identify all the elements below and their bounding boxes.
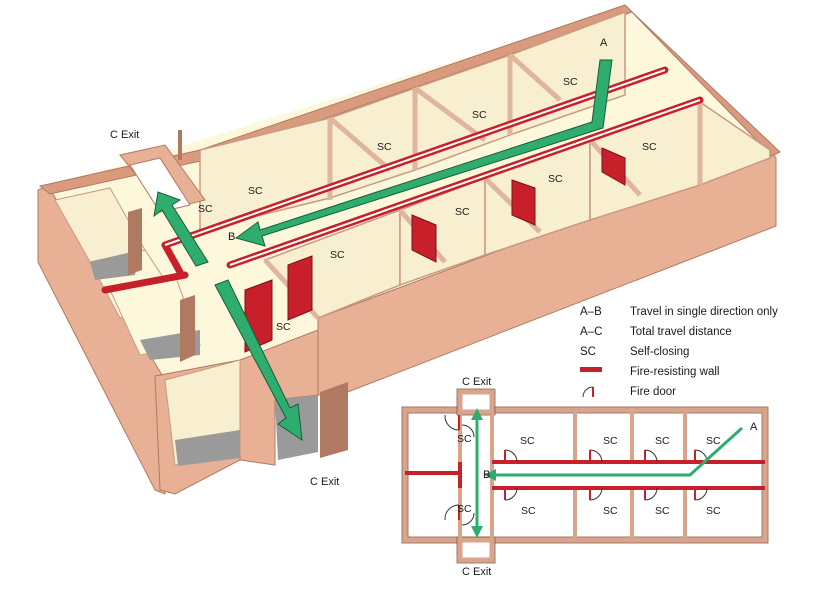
door-panel [320,382,348,458]
isometric-building: C Exit C Exit A B SC SC SC SC SC SC SC S… [37,4,781,495]
legend-desc-ab: Travel in single direction only [630,306,778,318]
fire-door [411,214,437,263]
legend-key-ab: A–B [580,306,602,318]
legend-desc-fire-door: Fire door [630,386,676,398]
sc-label: SC [655,505,670,517]
exit-label-plan-top: C Exit [462,376,491,388]
sc-label: SC [455,206,470,218]
sc-label: SC [377,141,392,153]
legend: A–B Travel in single direction only A–C … [580,306,778,398]
point-a-label-3d: A [600,37,608,49]
sc-label: SC [563,76,578,88]
plan-exit-tower [457,389,495,563]
sc-label: SC [521,505,536,517]
door-panel [128,208,142,275]
plan-fire-walls [405,460,765,490]
sc-label: SC [548,173,563,185]
point-a-label-plan: A [750,421,758,433]
floor-plan: C Exit C Exit A B SC SC SC SC SC SC SC S… [401,376,769,578]
fire-door [601,147,626,186]
arrow-to-bottom-exit [214,279,303,442]
point-b-label-3d: B [228,231,235,243]
sc-label: SC [198,203,213,215]
sc-label: SC [330,249,345,261]
fire-doors-3d [128,147,626,458]
plan-arrowheads [471,408,496,538]
gray-floor [90,250,140,280]
sc-label: SC [642,141,657,153]
plan-room-dividers [573,410,687,540]
plan-escape-route [475,418,744,530]
sc-label: SC [276,321,291,333]
exit-label-3d-top: C Exit [110,129,139,141]
sc-label: SC [603,435,618,447]
sc-label: SC [706,505,721,517]
escape-route-3d [153,59,613,442]
fire-door [511,179,536,226]
arrow-to-top-exit [153,191,209,267]
legend-desc-fire-wall: Fire-resisting wall [630,366,719,378]
arrow-a-to-b [234,59,613,247]
sc-label: SC [520,435,535,447]
sc-label: SC [603,505,618,517]
sc-label: SC [457,433,472,445]
legend-desc-ac: Total travel distance [630,326,732,338]
sc-label: SC [457,503,472,515]
sc-labels-plan: SC SC SC SC SC SC SC SC SC SC [457,433,721,517]
fire-door-symbol [582,386,594,398]
sc-label: SC [472,109,487,121]
sc-label: SC [706,435,721,447]
door-panel [180,295,195,362]
legend-desc-sc: Self-closing [630,346,689,358]
point-b-label-plan: B [483,469,490,481]
legend-key-ac: A–C [580,326,602,338]
sc-label: SC [655,435,670,447]
sc-labels-3d: SC SC SC SC SC SC SC SC SC SC [198,76,657,333]
outer-wall-right-end [624,4,781,157]
legend-key-sc: SC [580,346,596,358]
plan-door-swings [444,414,708,526]
left-rooms [54,187,318,466]
exit-label-3d-bottom: C Exit [310,476,339,488]
lower-room-partitions [263,100,771,319]
fire-resisting-wall-symbol [580,367,602,372]
gray-floor [175,430,240,466]
sc-label: SC [248,185,263,197]
exit-label-plan-bottom: C Exit [462,566,491,578]
plan-fire-door-leaves [458,415,696,520]
fire-door [287,255,313,321]
